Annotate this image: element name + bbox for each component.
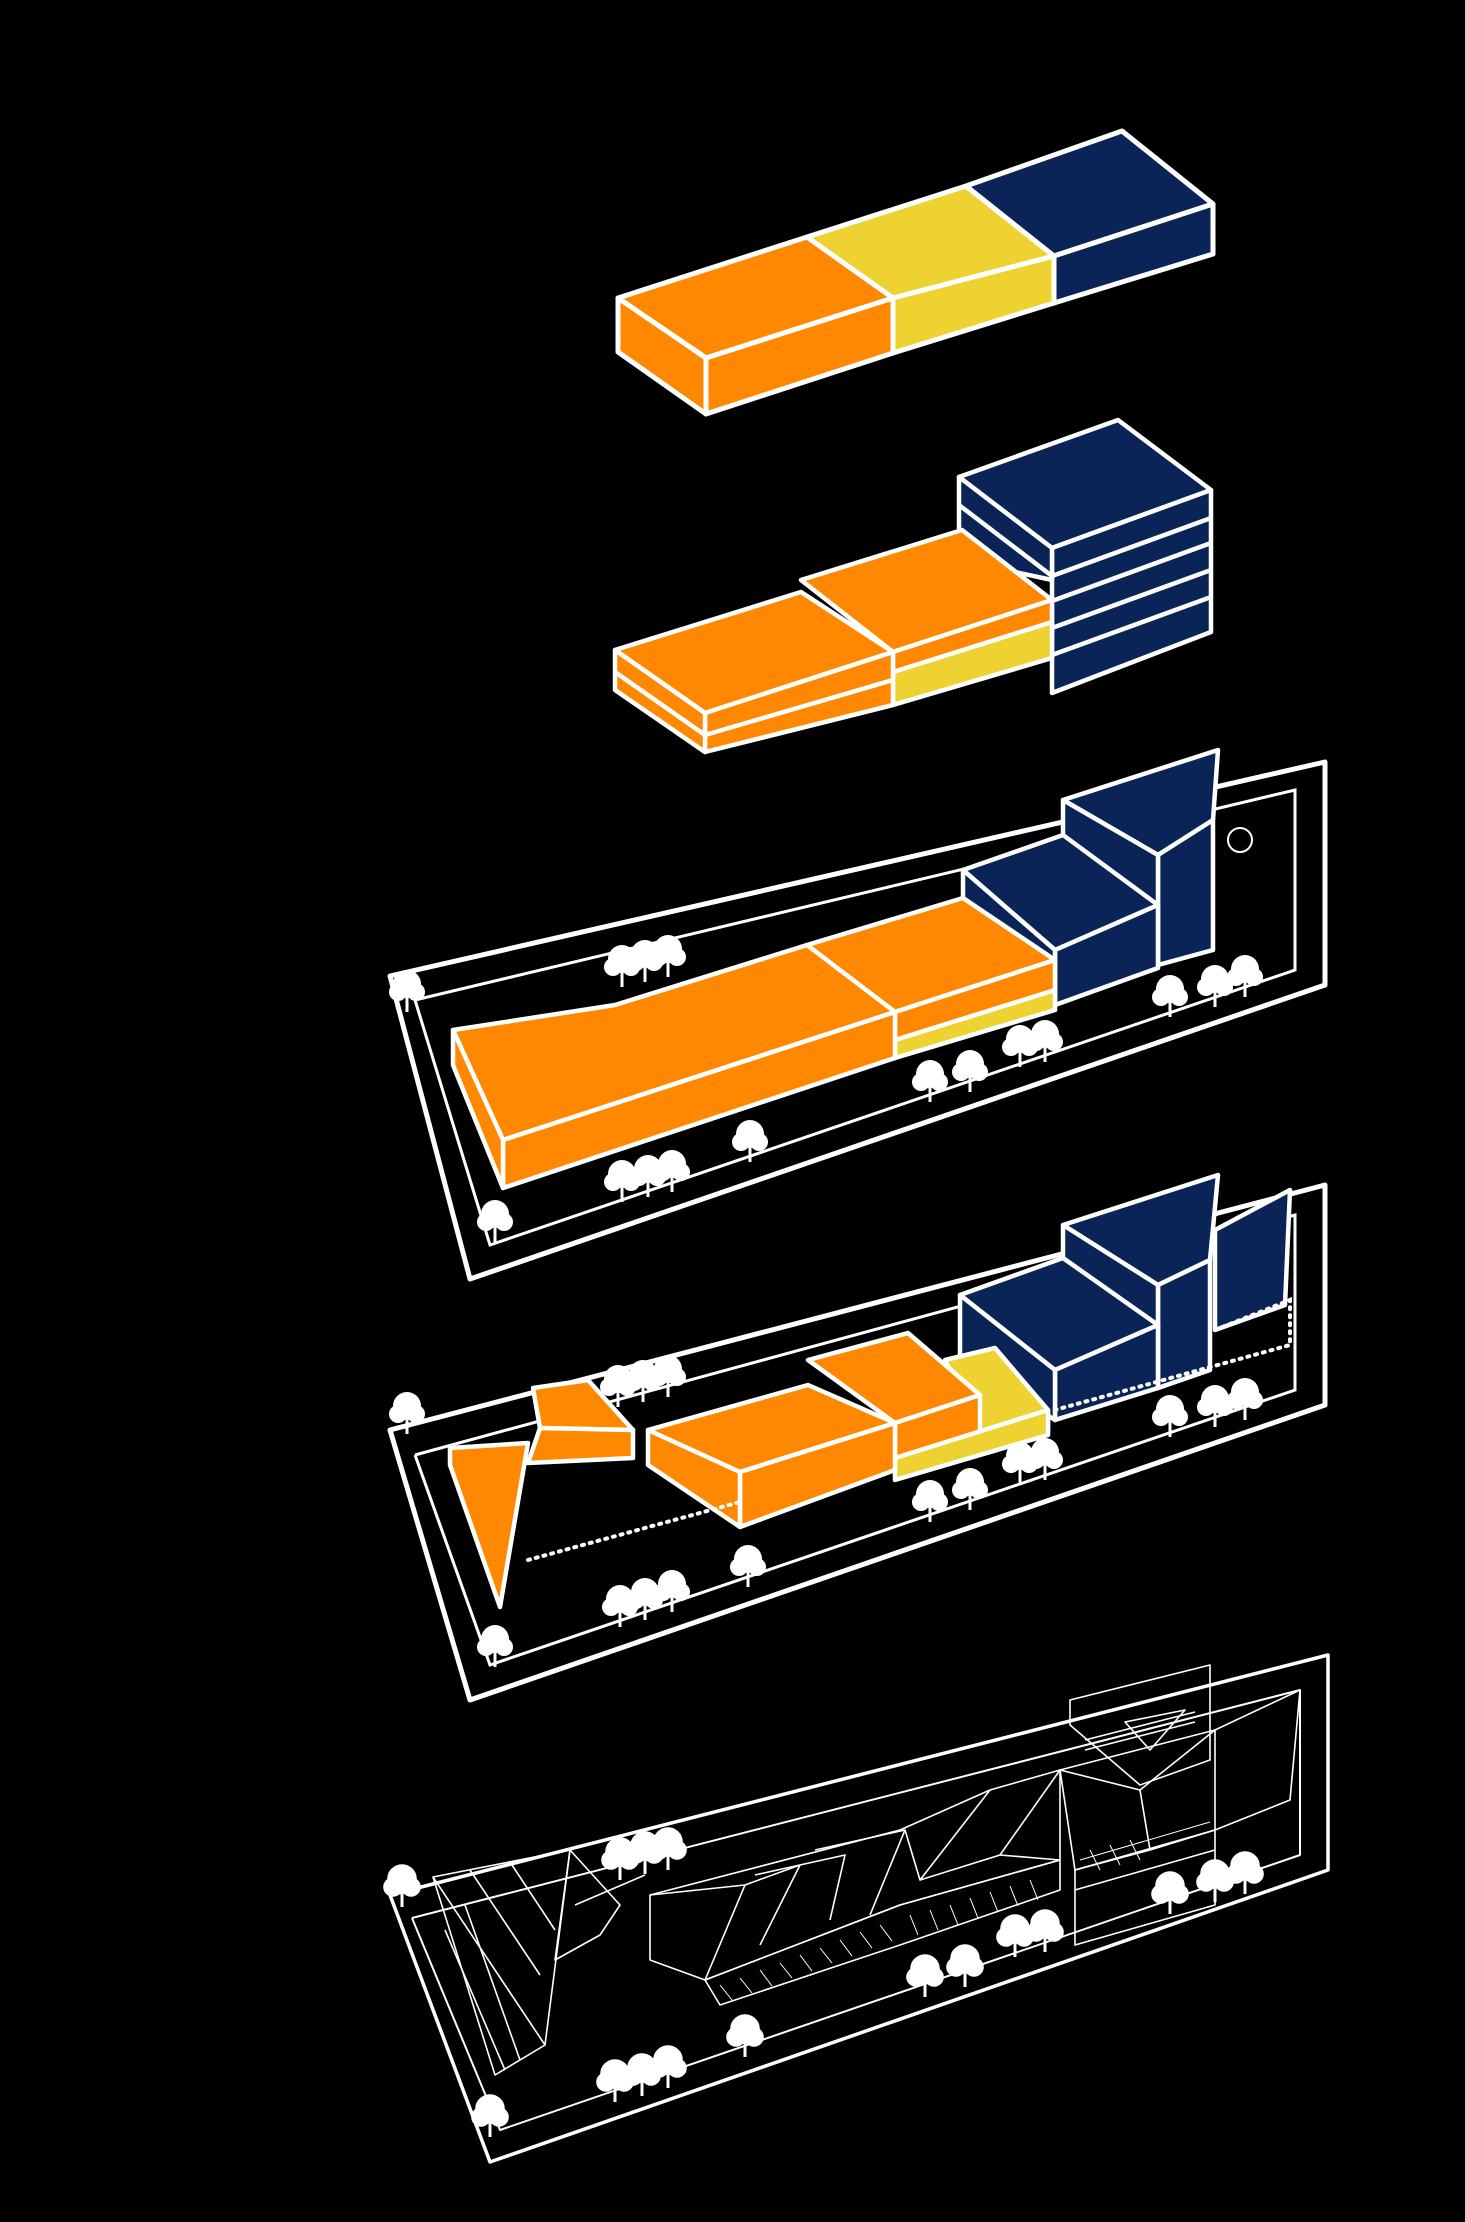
stage-5-left-roof [432,1849,571,2076]
stage-4-orange-fold-left [447,1440,531,1610]
stage-4-folded [387,1172,1328,1703]
stage-4-dotted-path [526,1297,1292,1562]
stage-3-site [387,747,1328,1282]
stage-1-navy-front [1051,201,1216,306]
stage-4-orange-slab-end [645,1427,743,1530]
stage-4-site-outline [387,1182,1328,1703]
stage-1-blocks [615,128,1216,417]
stage-1-orange-end [615,295,709,417]
stage-4-orange-fold-mid [525,1425,636,1466]
stage-5-tower-triangle [1124,1709,1186,1751]
stage-5-hatched-facade [704,1859,1061,2006]
stage-2-stacked [612,417,1214,755]
stage-3-orange-slab-end [450,1027,506,1191]
stage-4-yellow-strip [892,1407,1051,1483]
stage-5-line-drawing [382,1653,1330,2164]
stage-5-central-roof [649,1769,1061,1981]
stage-3-site-outline [387,759,1328,1282]
stage-5-site-outline [388,1653,1330,2164]
stage-4-navy-right-fin [1212,1187,1293,1333]
stage-5-right-tower [1059,1729,1216,1871]
stage-3-north-marker [1227,827,1253,853]
